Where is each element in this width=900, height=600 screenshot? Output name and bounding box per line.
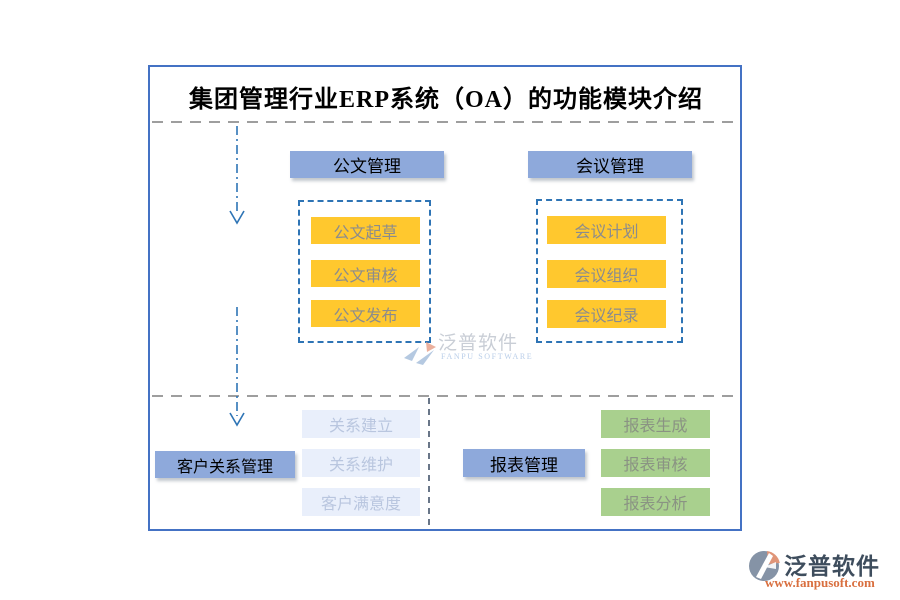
item-meeting-minutes: 会议纪录	[547, 300, 666, 328]
diagram-title: 集团管理行业ERP系统（OA）的功能模块介绍	[189, 87, 703, 113]
diagram-frame	[148, 65, 742, 531]
footer-brand-text: 泛普软件	[784, 554, 880, 579]
fanpu-logo-icon	[749, 551, 780, 581]
header-document-management: 公文管理	[290, 151, 444, 178]
item-report-generate: 报表生成	[601, 410, 710, 438]
item-meeting-plan: 会议计划	[547, 216, 666, 244]
meeting-items-container	[536, 199, 683, 343]
watermark-brand-en-text: FANPU SOFTWARE	[441, 352, 534, 361]
header-crm-management: 客户关系管理	[155, 451, 295, 478]
footer-brand: 泛普软件 www.fanpusoft.com	[744, 546, 896, 594]
item-crm-build: 关系建立	[302, 410, 420, 438]
item-report-analyze: 报表分析	[601, 488, 710, 516]
watermark-brand-text: 泛普软件	[438, 333, 519, 354]
fanpu-watermark-logo-icon	[404, 342, 436, 365]
item-crm-maintain: 关系维护	[302, 449, 420, 477]
item-document-draft: 公文起草	[311, 217, 420, 244]
item-meeting-organize: 会议组织	[547, 260, 666, 288]
header-meeting-management: 会议管理	[528, 151, 692, 178]
item-report-review: 报表审核	[601, 449, 710, 477]
item-document-review: 公文审核	[311, 260, 420, 287]
watermark: 泛普软件 FANPU SOFTWARE	[404, 328, 532, 366]
item-crm-satisfaction: 客户满意度	[302, 488, 420, 516]
document-items-container	[298, 200, 431, 343]
header-report-management: 报表管理	[463, 449, 585, 477]
item-document-publish: 公文发布	[311, 300, 420, 327]
footer-website-text: www.fanpusoft.com	[765, 575, 875, 590]
